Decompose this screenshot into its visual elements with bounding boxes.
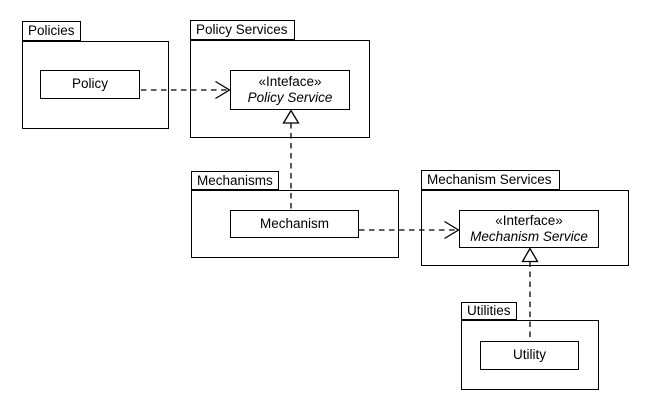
- package-tab-policies[interactable]: Policies: [22, 21, 81, 41]
- package-label-policies: Policies: [28, 23, 75, 38]
- package-label-mechanism-services: Mechanism Services: [427, 172, 552, 187]
- stereotype-label-mechanism-service: «Interface»: [495, 212, 563, 228]
- class-mechanism[interactable]: Mechanism: [230, 210, 359, 238]
- package-tab-utilities[interactable]: Utilities: [461, 302, 517, 320]
- package-tab-policy-services[interactable]: Policy Services: [190, 20, 295, 40]
- package-label-utilities: Utilities: [467, 303, 511, 318]
- class-label-utility: Utility: [513, 347, 546, 363]
- interface-mechanism-service[interactable]: «Interface» Mechanism Service: [459, 210, 599, 248]
- package-label-mechanisms: Mechanisms: [197, 172, 273, 188]
- stereotype-label-policy-service: «Inteface»: [258, 73, 322, 89]
- package-tab-mechanisms[interactable]: Mechanisms: [191, 171, 279, 190]
- class-label-mechanism: Mechanism: [259, 215, 330, 231]
- package-label-policy-services: Policy Services: [196, 22, 288, 37]
- class-policy[interactable]: Policy: [40, 70, 140, 99]
- interface-policy-service[interactable]: «Inteface» Policy Service: [230, 70, 350, 110]
- interface-name-mechanism-service: Mechanism Service: [470, 229, 588, 244]
- class-utility[interactable]: Utility: [480, 341, 579, 370]
- package-tab-mechanism-services[interactable]: Mechanism Services: [421, 170, 560, 190]
- class-label-policy: Policy: [71, 76, 108, 92]
- interface-name-policy-service: Policy Service: [247, 90, 333, 105]
